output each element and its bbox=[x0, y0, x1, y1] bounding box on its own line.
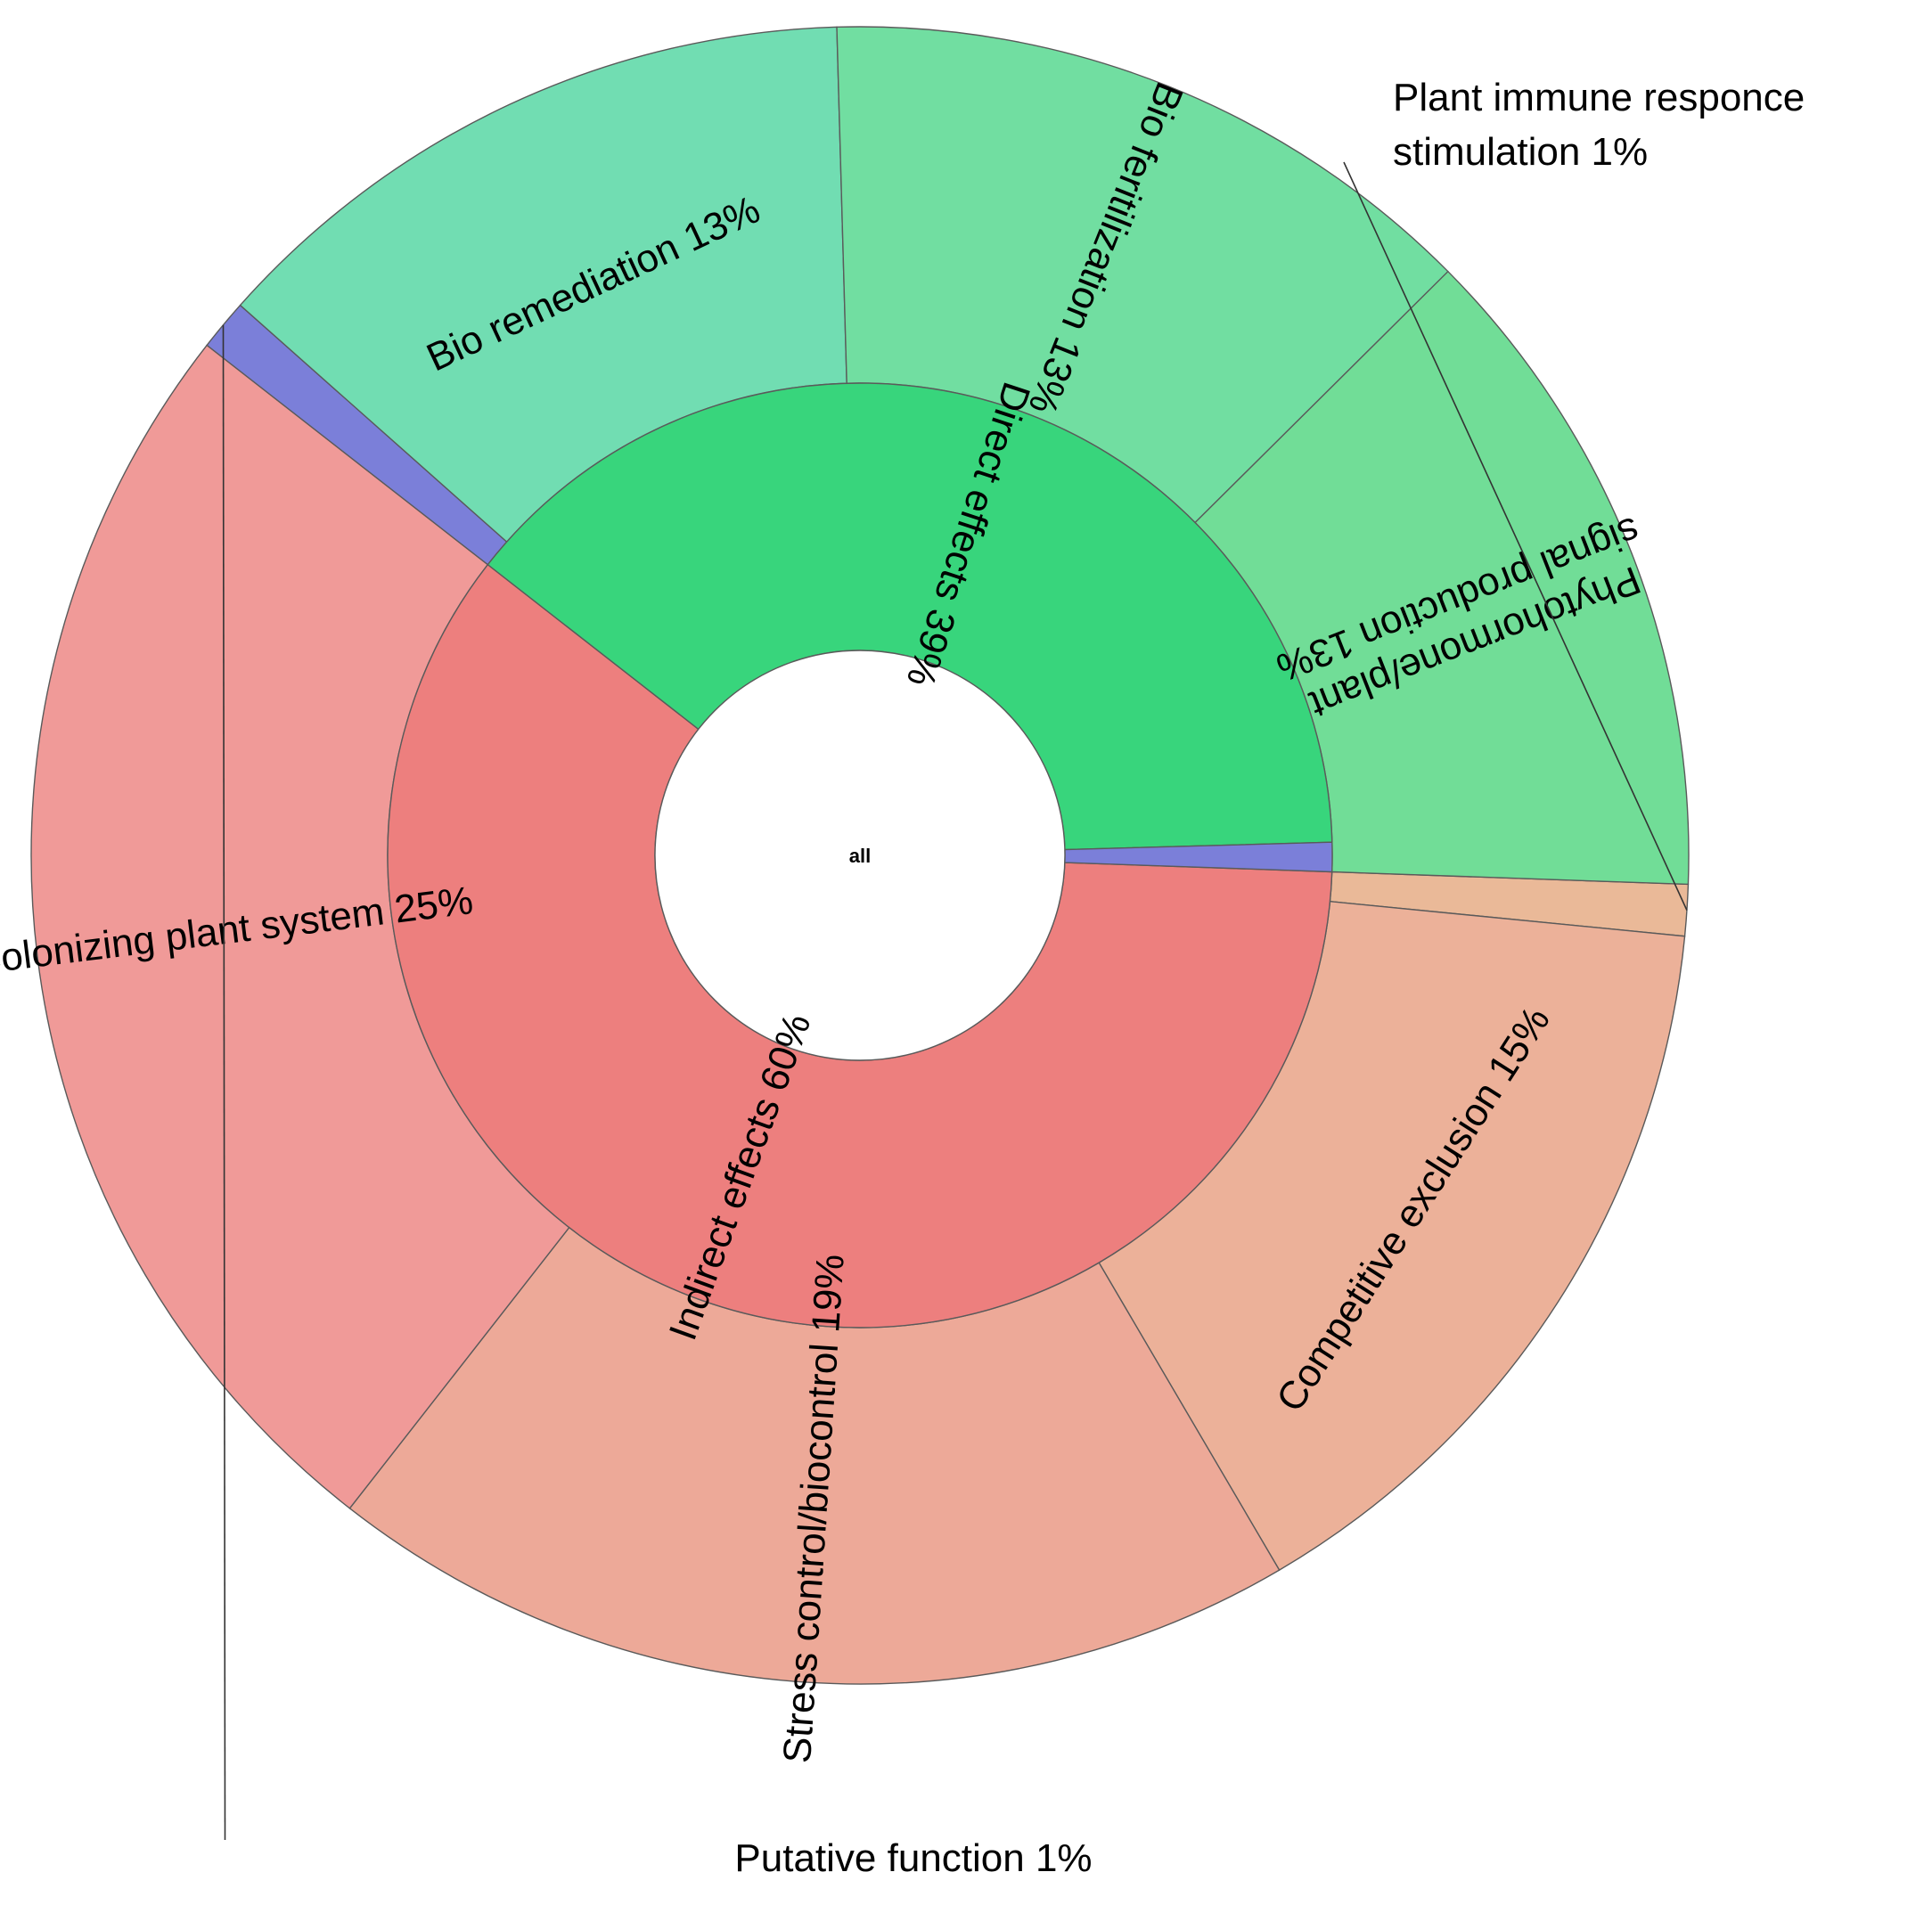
center-hole bbox=[654, 650, 1066, 1061]
leader-line-immune bbox=[1343, 161, 1688, 911]
external-label-putative: Putative function 1% bbox=[734, 1836, 1092, 1880]
inner-ring bbox=[387, 382, 1333, 1328]
external-label-immune-line2: stimulation 1% bbox=[1393, 130, 1648, 174]
outer-ring bbox=[30, 26, 1690, 1685]
leader-line-putative bbox=[222, 324, 226, 1841]
center-label: all bbox=[849, 845, 871, 867]
external-label-immune-line1: Plant immune responce bbox=[1393, 76, 1805, 119]
